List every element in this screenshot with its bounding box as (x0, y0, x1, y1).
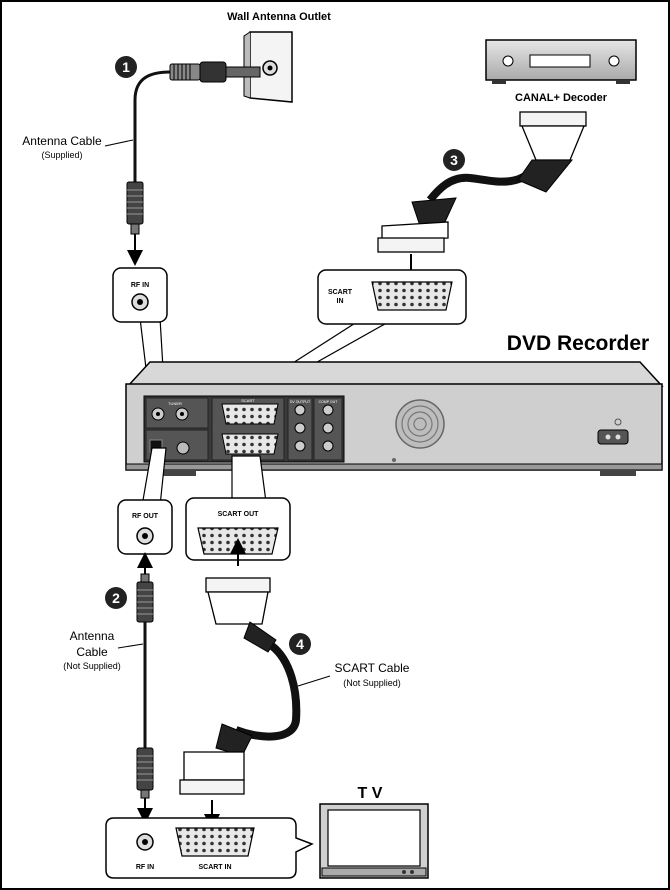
scart-cable-label: SCART Cable (335, 661, 410, 675)
scart-out-callout (185, 455, 291, 561)
step-marker-3: 3 (443, 149, 465, 171)
step-marker-4: 4 (289, 633, 311, 655)
scart-in-port-label-2: IN (337, 298, 344, 305)
scart-cable-note: (Not Supplied) (343, 678, 401, 688)
rf-out-port-label: RF OUT (132, 513, 159, 520)
panel-scart-label: SCART (241, 398, 255, 403)
antenna-cable-2-note: (Not Supplied) (63, 661, 121, 671)
svg-text:1: 1 (122, 59, 130, 75)
tv-label: T V (358, 785, 383, 802)
decoder-label: CANAL+ Decoder (515, 92, 608, 104)
antenna-cable-2-label-1: Antenna (70, 629, 115, 643)
panel-comp-out-label: COMP OUT (319, 400, 339, 404)
svg-text:3: 3 (450, 152, 458, 168)
scart-cable-decoder (377, 111, 587, 290)
antenna-cable-supplied (126, 61, 261, 266)
scart-out-port-label: SCART OUT (218, 511, 260, 518)
antenna-cable-1-note: (Supplied) (41, 150, 82, 160)
wall-outlet-icon (243, 31, 293, 103)
antenna-cable-2-label-2: Cable (76, 645, 108, 659)
wall-outlet-label: Wall Antenna Outlet (227, 11, 331, 23)
rf-out-callout (117, 447, 173, 555)
tv-inputs-callout (105, 817, 314, 879)
canal-decoder-icon (485, 39, 637, 84)
tv-scart-in-port-label: SCART IN (198, 864, 231, 871)
antenna-cable-not-supplied (136, 552, 154, 824)
panel-tuner-label: TUNER (168, 401, 182, 406)
scart-cable-tv (179, 538, 301, 830)
rf-in-port-label: RF IN (131, 282, 149, 289)
tv-icon (319, 803, 429, 879)
dvd-recorder-device (125, 361, 664, 476)
dvd-recorder-label: DVD Recorder (507, 332, 649, 355)
panel-dv-output-label: DV OUTPUT (290, 400, 311, 404)
svg-text:4: 4 (296, 636, 304, 652)
svg-text:2: 2 (112, 590, 120, 606)
step-marker-1: 1 (115, 56, 137, 78)
antenna-cable-1-label: Antenna Cable (22, 134, 102, 148)
scart-in-port-label-1: SCART (328, 289, 353, 296)
step-marker-2: 2 (105, 587, 127, 609)
tv-rf-in-port-label: RF IN (136, 864, 154, 871)
